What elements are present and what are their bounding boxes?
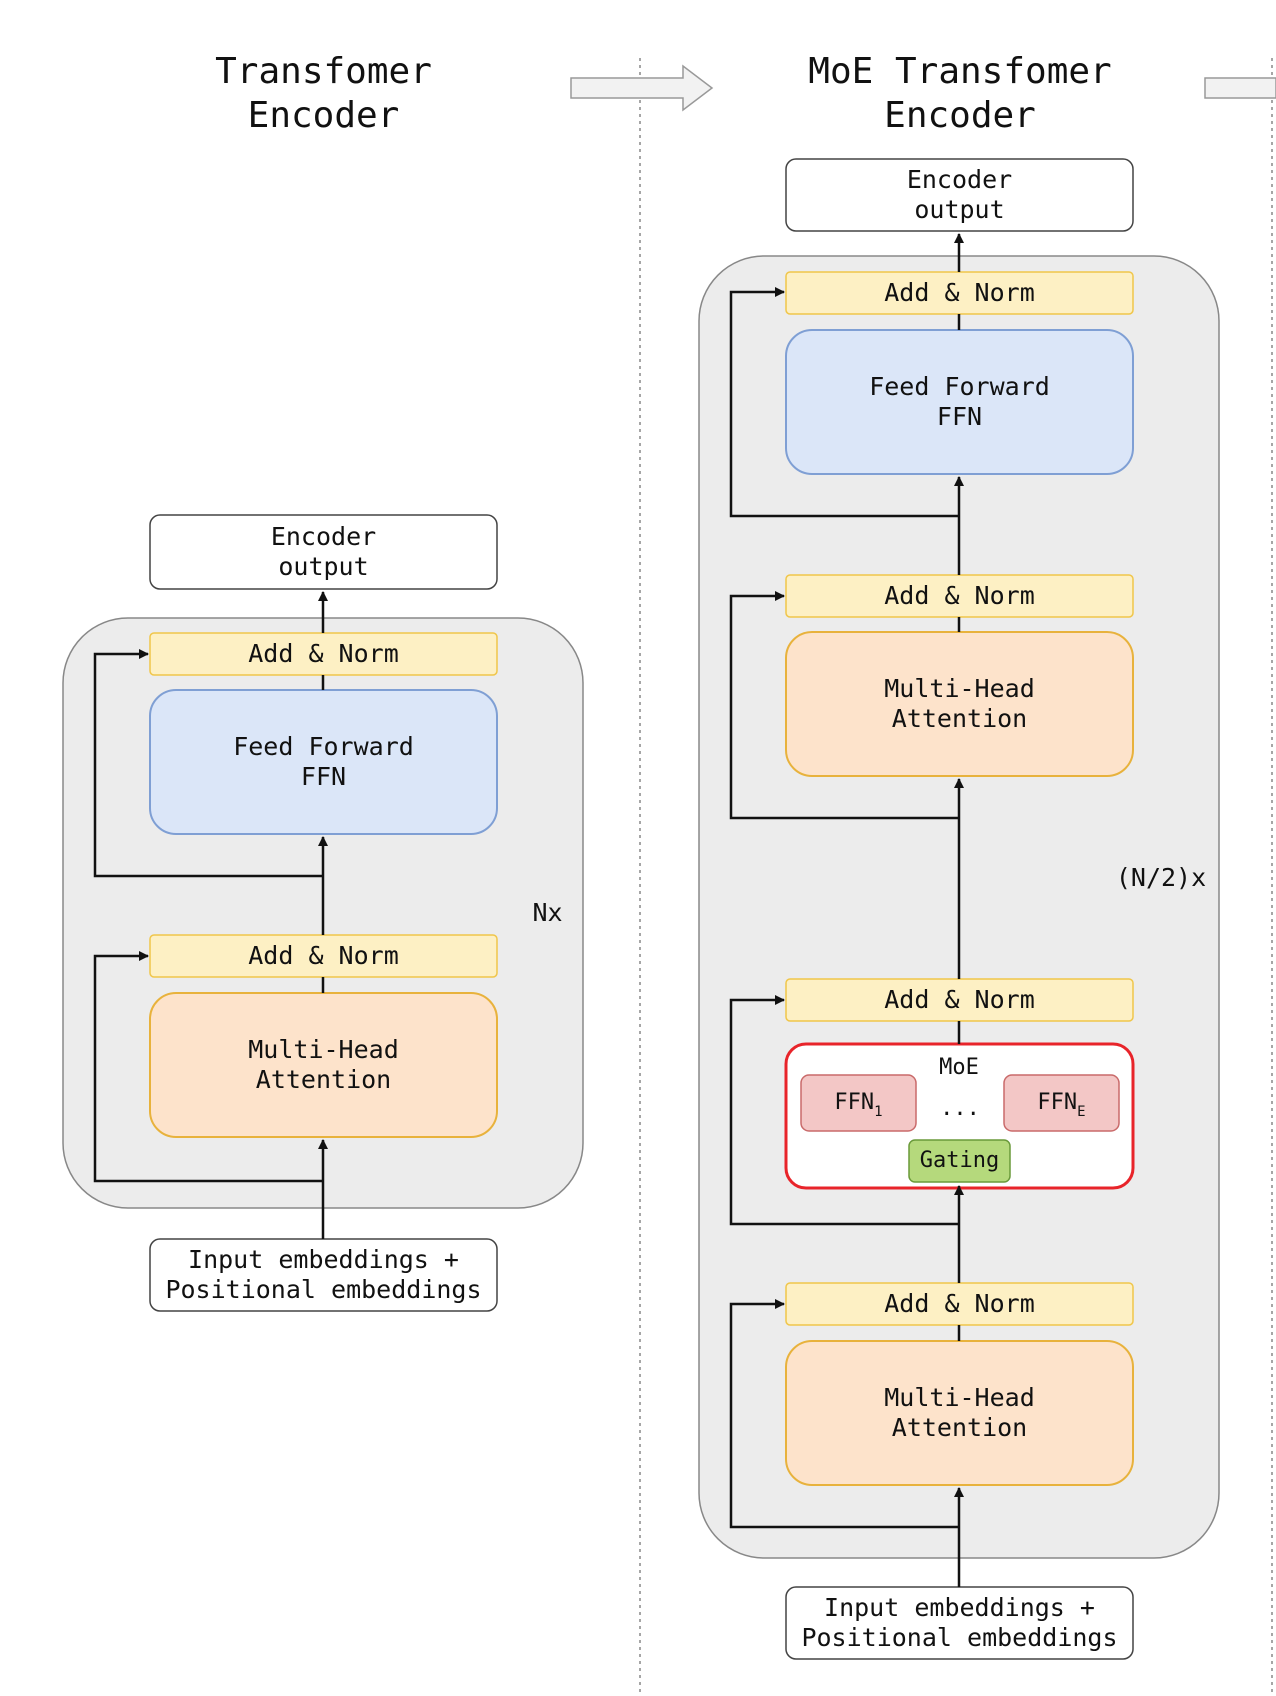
input-embeddings-label: Input embeddings + Positional embeddings xyxy=(801,1593,1118,1652)
add-norm-label: Add & Norm xyxy=(884,1289,1035,1318)
multi-head-attention-label: Multi-Head Attention xyxy=(884,1383,1035,1442)
add-norm-label: Add & Norm xyxy=(884,278,1035,307)
residual-connection xyxy=(729,1299,959,1529)
add-norm-label: Add & Norm xyxy=(884,581,1035,610)
encoder-output-label: Encoder output xyxy=(906,165,1013,224)
transition-arrow xyxy=(570,64,714,112)
moe-label: MoE xyxy=(939,1055,979,1080)
multi-head-attention-label: Multi-Head Attention xyxy=(248,1035,399,1094)
residual-connection xyxy=(729,287,959,518)
feed-forward-label: Feed Forward FFN xyxy=(869,372,1050,431)
left-title: Transfomer Encoder xyxy=(215,51,432,136)
repeat-label: (N/2)x xyxy=(1115,863,1207,892)
encoder-output-label: Encoder output xyxy=(270,522,377,581)
encoder-output-box xyxy=(149,514,498,590)
transition-arrow-2 xyxy=(1204,77,1276,99)
residual-connection xyxy=(93,649,323,878)
residual-connection xyxy=(729,591,959,820)
expert-ffn-1-label: FFN1 xyxy=(834,1090,883,1120)
gating-box xyxy=(908,1139,1011,1183)
add-norm-label: Add & Norm xyxy=(248,639,399,668)
input-embeddings-label: Input embeddings + Positional embeddings xyxy=(165,1245,482,1304)
expert-ffn-1-box xyxy=(800,1074,917,1132)
right-title: MoE Transfomer Encoder xyxy=(808,51,1112,136)
encoder-output-box xyxy=(785,158,1134,232)
gating-label: Gating xyxy=(919,1148,1000,1173)
multi-head-attention-label: Multi-Head Attention xyxy=(884,674,1035,733)
experts-ellipsis: ... xyxy=(940,1096,980,1121)
add-norm-label: Add & Norm xyxy=(248,941,399,970)
repeat-label: Nx xyxy=(532,898,563,927)
residual-connection xyxy=(93,951,323,1183)
add-norm-label: Add & Norm xyxy=(884,985,1035,1014)
expert-ffn-e-label: FFNE xyxy=(1037,1090,1086,1120)
residual-connection xyxy=(729,995,959,1226)
feed-forward-label: Feed Forward FFN xyxy=(233,732,414,791)
expert-ffn-e-box xyxy=(1003,1074,1120,1132)
